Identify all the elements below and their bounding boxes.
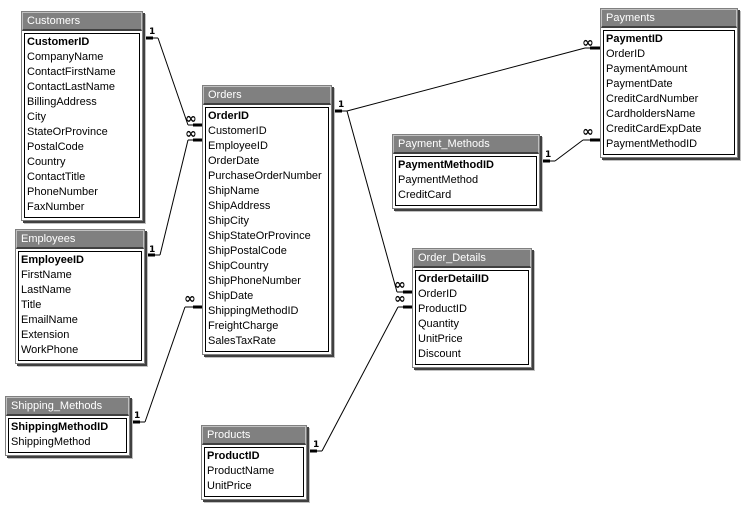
field-item[interactable]: Title xyxy=(21,299,42,311)
field-item[interactable]: ShipPostalCode xyxy=(208,245,287,257)
table-title[interactable]: Payments xyxy=(601,9,737,28)
field-item[interactable]: ContactFirstName xyxy=(27,66,116,78)
table-title[interactable]: Products xyxy=(202,426,306,445)
field-item[interactable]: EmailName xyxy=(21,314,78,326)
field-item[interactable]: PaymentMethodID xyxy=(606,138,698,150)
field-item[interactable]: StateOrProvince xyxy=(27,126,108,138)
field-list[interactable]: ShippingMethodID ShippingMethod xyxy=(8,418,127,453)
field-item[interactable]: ProductName xyxy=(207,465,275,477)
field-item[interactable]: ContactTitle xyxy=(27,171,86,183)
cardinality-many-label: ∞ xyxy=(582,124,594,140)
field-item[interactable]: ShipAddress xyxy=(208,200,271,212)
field-item[interactable]: CreditCard xyxy=(398,189,452,201)
field-item[interactable]: CreditCardExpDate xyxy=(606,123,702,135)
field-item[interactable]: UnitPrice xyxy=(207,480,252,492)
field-item[interactable]: Discount xyxy=(418,348,461,360)
field-item[interactable]: Country xyxy=(27,156,66,168)
primary-key-field[interactable]: PaymentMethodID xyxy=(398,159,494,171)
field-item[interactable]: ContactLastName xyxy=(27,81,116,93)
field-item[interactable]: ShippingMethod xyxy=(11,436,91,448)
orders-table[interactable]: Orders OrderID CustomerID EmployeeID OrderD… xyxy=(202,85,332,355)
field-item[interactable]: PaymentMethod xyxy=(398,174,479,186)
cardinality-many-label: ∞ xyxy=(185,126,197,142)
cardinality-many-label: ∞ xyxy=(185,111,197,127)
cardinality-one-label: 1 xyxy=(149,27,155,37)
field-item[interactable]: CardholdersName xyxy=(606,108,696,120)
table-title[interactable]: Payment_Methods xyxy=(393,135,539,154)
order-details-table[interactable]: Order_Details OrderDetailID OrderID Produc… xyxy=(412,248,532,368)
field-item[interactable]: LastName xyxy=(21,284,72,296)
field-item[interactable]: Quantity xyxy=(418,318,459,330)
cardinality-one-label: 1 xyxy=(313,440,319,450)
field-item[interactable]: ProductID xyxy=(418,303,467,315)
primary-key-field[interactable]: ProductID xyxy=(207,450,260,462)
cardinality-many-label: ∞ xyxy=(184,291,196,307)
table-title[interactable]: Customers xyxy=(22,12,142,31)
field-item[interactable]: ShipCity xyxy=(208,215,249,227)
field-item[interactable]: ShipPhoneNumber xyxy=(208,275,301,287)
field-item[interactable]: PaymentAmount xyxy=(606,63,688,75)
field-item[interactable]: CustomerID xyxy=(208,125,267,137)
field-item[interactable]: PostalCode xyxy=(27,141,84,153)
field-item[interactable]: BillingAddress xyxy=(27,96,97,108)
primary-key-field[interactable]: OrderDetailID xyxy=(418,273,489,285)
field-item[interactable]: ShippingMethodID xyxy=(208,305,299,317)
primary-key-field[interactable]: PaymentID xyxy=(606,33,663,45)
primary-key-field[interactable]: ShippingMethodID xyxy=(11,421,109,433)
field-item[interactable]: City xyxy=(27,111,46,123)
field-item[interactable]: UnitPrice xyxy=(418,333,463,345)
table-title[interactable]: Orders xyxy=(203,86,331,105)
primary-key-field[interactable]: EmployeeID xyxy=(21,254,84,266)
cardinality-many-label: ∞ xyxy=(394,291,406,307)
field-item[interactable]: FaxNumber xyxy=(27,201,85,213)
field-item[interactable]: PaymentDate xyxy=(606,78,673,90)
cardinality-many-label: ∞ xyxy=(582,35,594,51)
field-item[interactable]: WorkPhone xyxy=(21,344,79,356)
table-title[interactable]: Shipping_Methods xyxy=(6,397,129,416)
cardinality-one-label: 1 xyxy=(134,411,140,421)
field-item[interactable]: EmployeeID xyxy=(208,140,268,152)
cardinality-one-label: 1 xyxy=(545,150,551,160)
primary-key-field[interactable]: CustomerID xyxy=(27,36,90,48)
field-item[interactable]: PhoneNumber xyxy=(27,186,98,198)
field-item[interactable]: CompanyName xyxy=(27,51,104,63)
field-item[interactable]: ShipCountry xyxy=(208,260,269,272)
cardinality-one-label: 1 xyxy=(338,100,344,110)
field-item[interactable]: SalesTaxRate xyxy=(208,335,276,347)
primary-key-field[interactable]: OrderID xyxy=(208,110,249,122)
field-item[interactable]: ShipDate xyxy=(208,290,254,302)
cardinality-one-label: 1 xyxy=(149,245,155,255)
table-title[interactable]: Employees xyxy=(16,230,144,249)
field-item[interactable]: OrderDate xyxy=(208,155,260,167)
field-item[interactable]: Extension xyxy=(21,329,70,341)
field-item[interactable]: OrderID xyxy=(418,288,458,300)
cardinality-many-label: ∞ xyxy=(394,277,406,293)
field-item[interactable]: FreightCharge xyxy=(208,320,279,332)
field-item[interactable]: CreditCardNumber xyxy=(606,93,699,105)
field-item[interactable]: FirstName xyxy=(21,269,72,281)
table-title[interactable]: Order_Details xyxy=(413,249,531,268)
field-item[interactable]: PurchaseOrderNumber xyxy=(208,170,322,182)
field-item[interactable]: ShipName xyxy=(208,185,260,197)
field-item[interactable]: ShipStateOrProvince xyxy=(208,230,311,242)
field-item[interactable]: OrderID xyxy=(606,48,646,60)
